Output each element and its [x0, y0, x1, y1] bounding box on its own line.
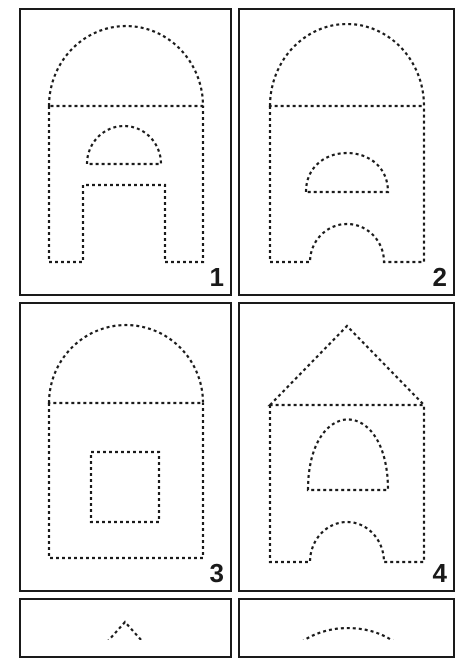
arch-with-arched-openings-icon: [240, 10, 457, 298]
card-2: 2: [238, 8, 455, 296]
card-number: 3: [210, 560, 224, 586]
arch-with-door-icon: [21, 10, 234, 298]
arch-with-square-window-icon: [21, 304, 234, 594]
card-number: 2: [433, 264, 447, 290]
dome-partial-icon: [240, 600, 457, 640]
card-4: 4: [238, 302, 455, 592]
card-6: [238, 598, 455, 658]
card-number: 1: [210, 264, 224, 290]
card-3: 3: [19, 302, 232, 592]
card-1: 1: [19, 8, 232, 296]
card-5: [19, 598, 232, 658]
house-with-roof-icon: [240, 304, 457, 594]
triangle-roof-partial-icon: [21, 600, 234, 640]
card-number: 4: [433, 560, 447, 586]
